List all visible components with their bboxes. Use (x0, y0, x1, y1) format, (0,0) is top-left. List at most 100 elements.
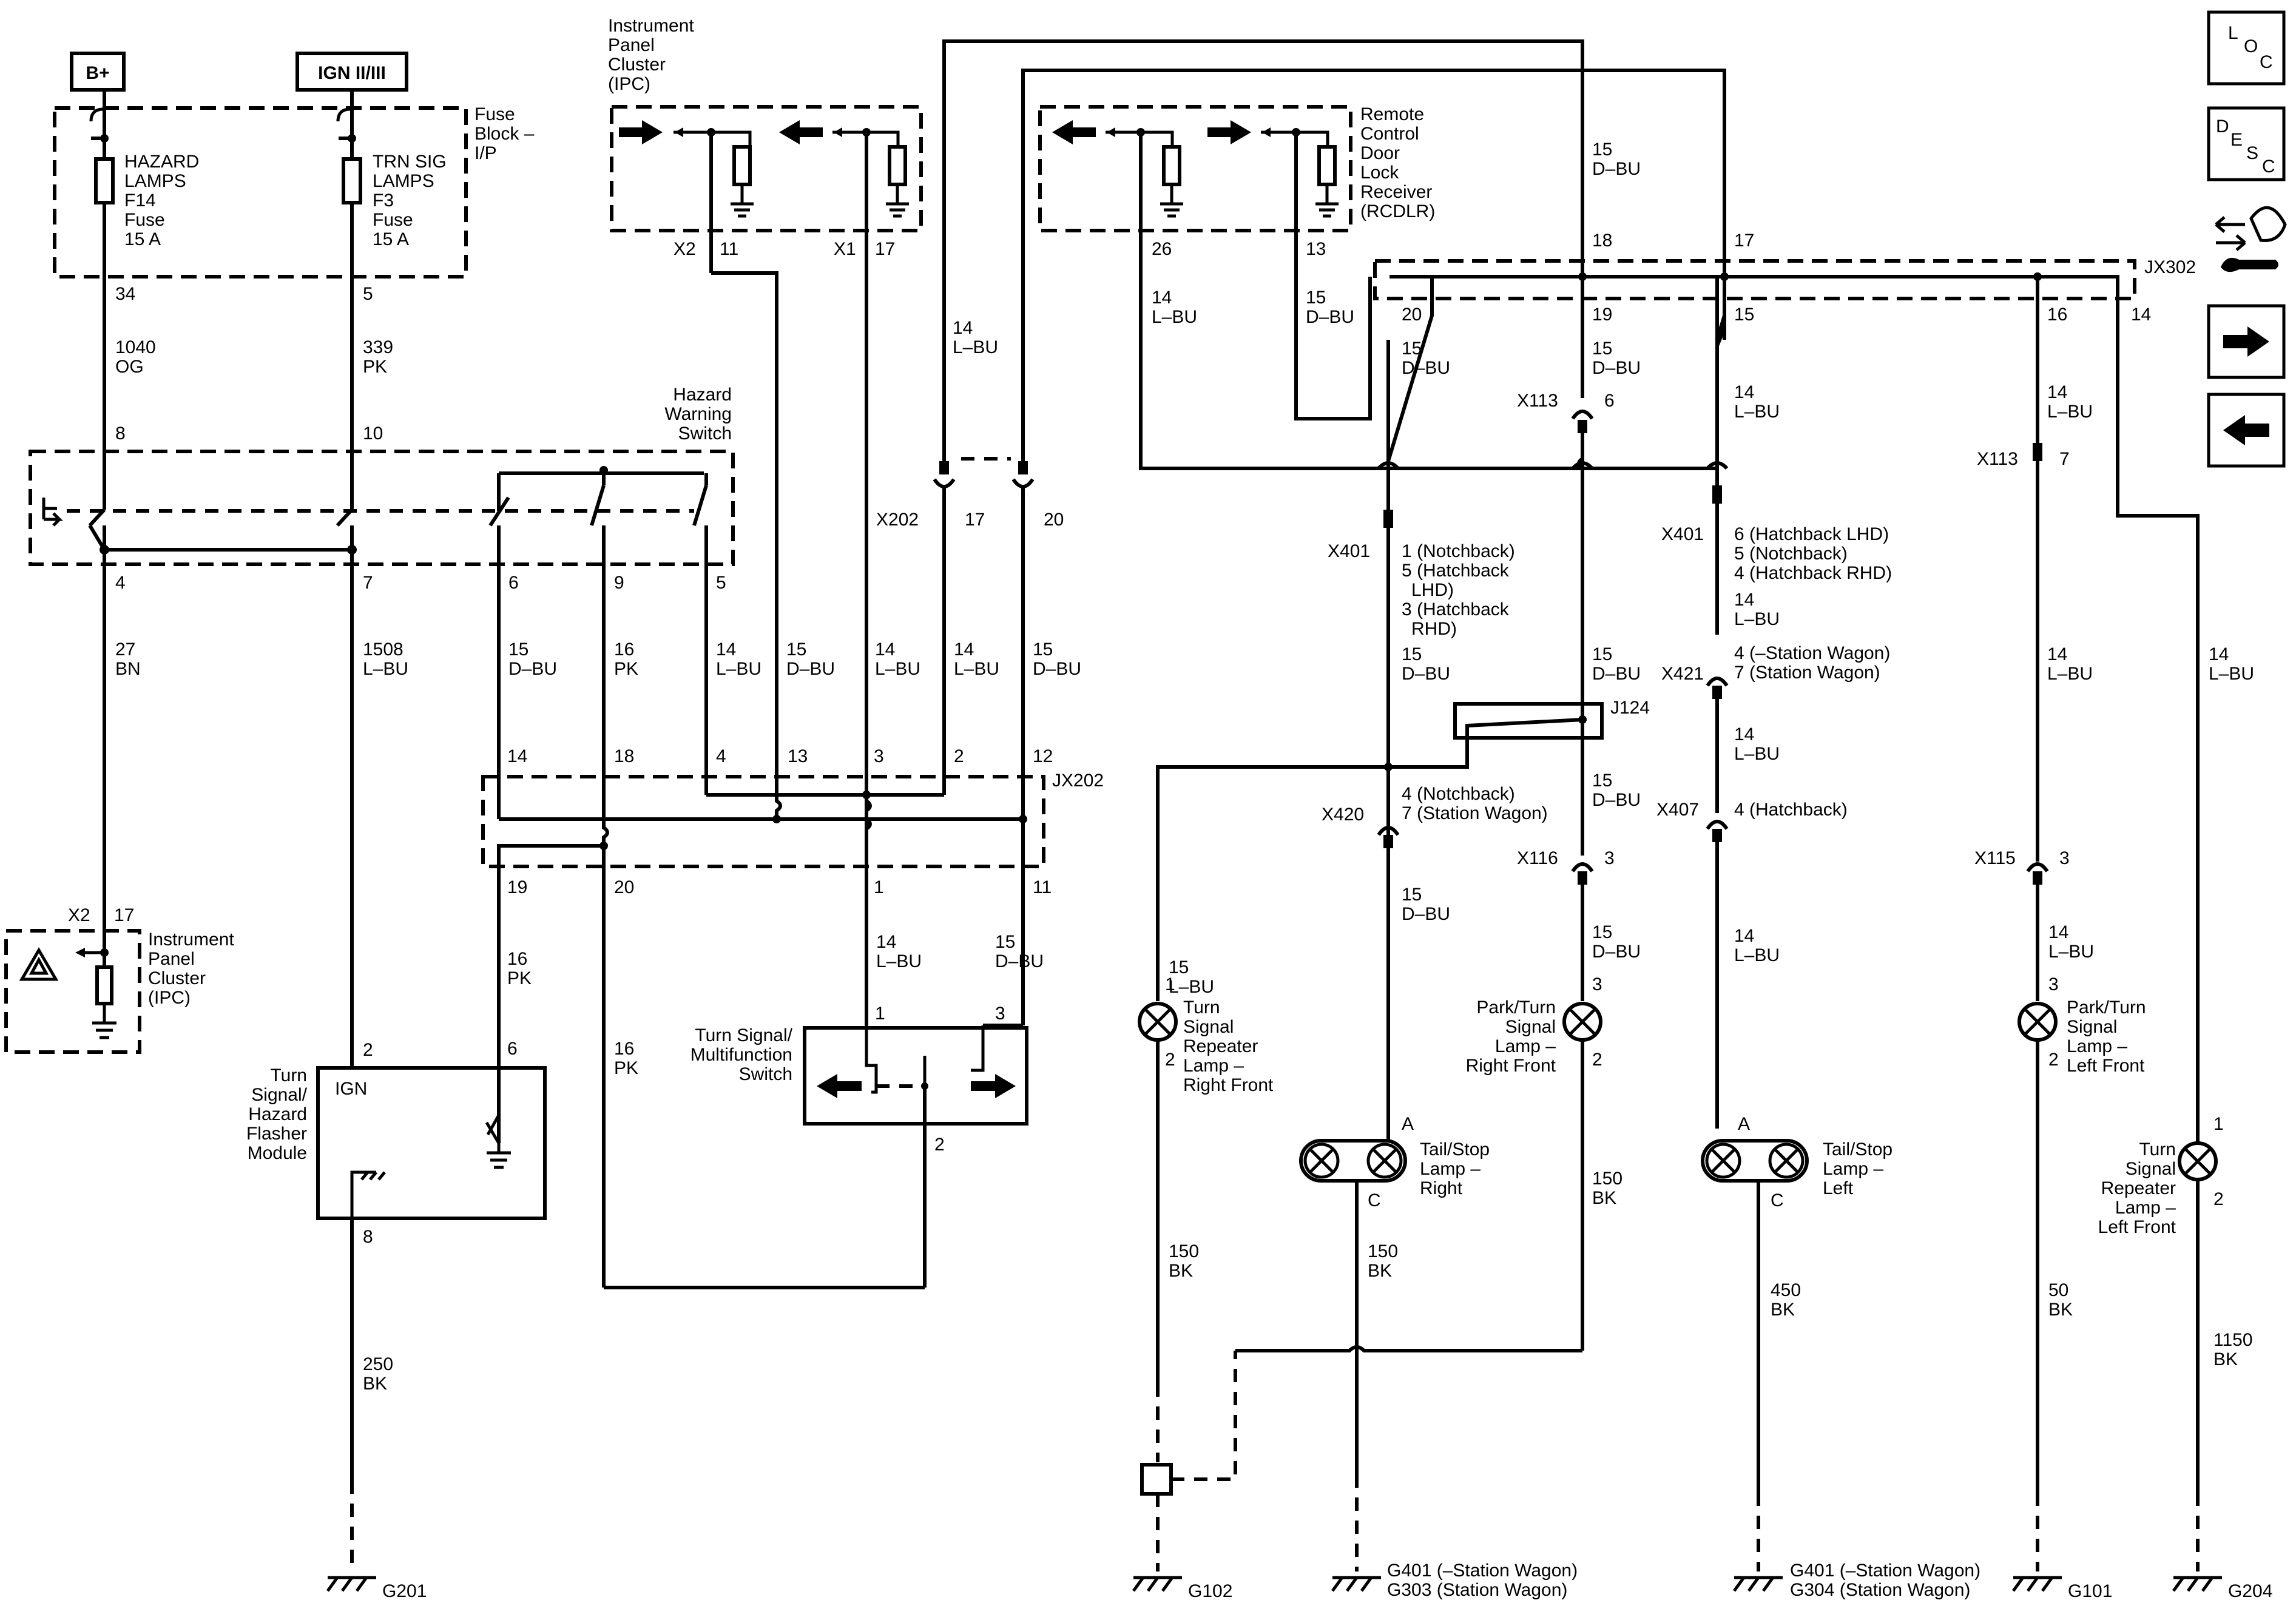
wire-dbu-f: D–BU (1592, 159, 1641, 179)
wire-dbu-l: D–BU (1402, 904, 1450, 924)
x113a-pin: 6 (1604, 391, 1615, 411)
ipc-top-x1: X1 (834, 239, 856, 259)
wire-15-j: 15 (1592, 644, 1612, 664)
wire-15-k: 15 (1592, 771, 1612, 791)
loc-button[interactable]: L O C (2207, 10, 2286, 86)
park-lf-pin-3: 3 (2048, 974, 2059, 994)
wire-450: 450 (1771, 1280, 1801, 1300)
tail-r-pin-a: A (1402, 1114, 1414, 1134)
wire-bk-d: BK (1771, 1300, 1795, 1320)
ipc-top-outline (610, 105, 923, 232)
ground-icon (92, 1021, 116, 1039)
arrow-right-icon (971, 1074, 1016, 1098)
rcdlr-pin-13: 13 (1306, 239, 1326, 259)
wire-lbu-k: L–BU (1734, 945, 1780, 965)
hazard-triangle-icon (19, 947, 59, 981)
jx202-label: JX202 (1052, 771, 1104, 791)
x421-connector-icon (1706, 677, 1729, 687)
wire-og: OG (115, 357, 144, 377)
wire-150-b: 150 (1592, 1169, 1622, 1189)
ipc-top-x1-pin: 17 (875, 239, 895, 259)
wire-14-f: 14 (1152, 288, 1172, 308)
jx202-pin-11: 11 (1033, 877, 1052, 897)
tail-r-pin-c: C (1368, 1190, 1381, 1210)
flasher-label-4: Flasher (246, 1124, 307, 1144)
prev-page-button[interactable] (2207, 393, 2286, 468)
jx302-pin-16: 16 (2047, 305, 2067, 325)
wire-15-c: 15 (1033, 640, 1053, 660)
wire-lbu-j: L–BU (1734, 744, 1780, 764)
wire-lbu-n: L–BU (2047, 664, 2093, 684)
wire-bk-e: BK (2048, 1300, 2073, 1320)
ground-icon (487, 1151, 511, 1169)
multifunction-pin-1: 1 (875, 1004, 885, 1024)
wire-339: 339 (363, 337, 393, 357)
wire-lbu-c: L–BU (953, 337, 998, 357)
jx202-pin-20: 20 (614, 877, 634, 897)
x113b-label: X113 (1977, 449, 2018, 469)
jx202-pin-1: 1 (874, 877, 884, 897)
x420-pin-1: 4 (Notchback) (1402, 784, 1515, 804)
wire-16-b: 16 (507, 949, 527, 969)
tail-l-lamp-icon (1701, 1139, 1809, 1183)
desc-button[interactable]: D E S C (2207, 106, 2286, 181)
repeater-rf-pin-1: 1 (1165, 974, 1175, 994)
wire-lbu-d: L–BU (954, 659, 999, 679)
wire-27: 27 (115, 640, 135, 660)
trn-fuse-rating: 15 A (373, 229, 409, 249)
jx302-pin-15: 15 (1734, 305, 1754, 325)
rcdlr-label-6: (RCDLR) (1360, 201, 1435, 221)
ign-label: IGN II/III (318, 63, 386, 83)
ground-g204-icon (2172, 1576, 2222, 1592)
x116-label: X116 (1517, 848, 1558, 868)
jx302-pin-19: 19 (1592, 305, 1612, 325)
rcdlr-resistor2-icon (1317, 145, 1337, 186)
x401a-pin-2: 5 (Hatchback (1402, 561, 1510, 581)
rcdlr-outline (1038, 105, 1352, 232)
ipc-top-label-3: Cluster (608, 55, 666, 75)
ipc-left-label-2: Panel (148, 949, 195, 969)
wire-dbu-a: D–BU (508, 659, 557, 679)
wire-14-b: 14 (875, 640, 895, 660)
fuse-block-outline (53, 106, 468, 279)
connector-tool-icon[interactable] (2215, 206, 2287, 272)
ground-icon (1315, 202, 1339, 218)
fuse-block-label-1: Fuse (474, 104, 515, 124)
x401b-pin-3: 4 (Hatchback RHD) (1734, 563, 1892, 583)
bplus-label: B+ (86, 63, 109, 83)
pin-8: 8 (115, 424, 126, 444)
tail-l-label-1: Tail/Stop (1823, 1139, 1893, 1160)
wire-bk-f: BK (2213, 1349, 2238, 1369)
x113a-label: X113 (1517, 391, 1558, 411)
wire-lbu-b: L–BU (875, 659, 920, 679)
fuse-block-label-2: Block – (474, 124, 535, 144)
repeater-rf-label-2: Signal (1183, 1017, 1234, 1037)
x401a-pin-3: LHD) (1411, 580, 1454, 600)
ground-g304-label: G304 (Station Wagon) (1790, 1580, 1970, 1600)
arrow-left-icon (817, 1074, 862, 1098)
jx202-pin-19: 19 (507, 877, 527, 897)
wire-1508: 1508 (363, 640, 403, 660)
jx302-pin-18: 18 (1592, 231, 1612, 251)
next-page-button[interactable] (2207, 304, 2286, 379)
x202-connector-b-icon (1011, 478, 1035, 488)
wire-16-a: 16 (614, 640, 634, 660)
wire-bk-a: BK (1169, 1261, 1193, 1281)
wire-lbu-rf: L–BU (1169, 977, 1214, 997)
repeater-rf-pin-2: 2 (1165, 1050, 1175, 1070)
desc-letter-1: D (2216, 116, 2229, 137)
tail-r-label-3: Right (1420, 1178, 1463, 1198)
tail-l-label-2: Lamp – (1823, 1159, 1883, 1179)
repeater-lf-label-4: Lamp – (2115, 1198, 2176, 1218)
hazard-switch-outline (29, 450, 735, 566)
park-rf-pin-2: 2 (1592, 1050, 1602, 1070)
hazard-fuse-clip-icon (89, 107, 104, 122)
wire-dbu-g: D–BU (1402, 358, 1450, 378)
flasher-label-5: Module (248, 1143, 307, 1163)
ipc-left-outline (4, 929, 141, 1054)
wire-150-c: 150 (1368, 1241, 1398, 1261)
x115-pin: 3 (2059, 848, 2070, 868)
j124-label: J124 (1610, 698, 1650, 718)
wire-14-n: 14 (2047, 644, 2067, 664)
wire-14-m: 14 (2209, 644, 2229, 664)
